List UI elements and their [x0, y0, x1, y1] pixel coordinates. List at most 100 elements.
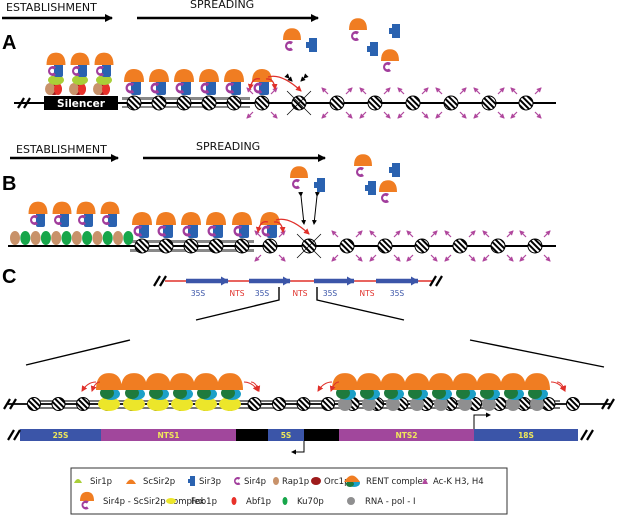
- nucleosome: [176, 95, 192, 111]
- nucleosome: [481, 95, 497, 111]
- establishment-label-a: ESTABLISHMENT: [6, 1, 97, 14]
- scsir2p-icon: [174, 69, 194, 82]
- nucleosome: [339, 238, 355, 254]
- rap1p-icon: [92, 231, 103, 245]
- zoom-guide-left: [195, 287, 280, 321]
- nucleosome: [377, 238, 393, 254]
- scsir2p-icon: [404, 373, 430, 390]
- acetylation-arrows: [369, 230, 401, 262]
- sir4p-icon: [133, 225, 143, 237]
- nucleosome: [296, 233, 322, 259]
- scsir2p-icon: [94, 52, 114, 65]
- spreading-arrows: [247, 75, 302, 92]
- rap1p-icon: [273, 477, 279, 485]
- break-slash: [9, 398, 17, 410]
- spread-arrow-left: [255, 221, 269, 233]
- rdna-segment-label: 18S: [518, 431, 534, 440]
- rdna-segment: [268, 429, 304, 441]
- sir3p-icon: [188, 476, 195, 486]
- abf1p-icon: [231, 497, 237, 505]
- nucleosome: [151, 95, 167, 111]
- rap1p-icon: [113, 231, 123, 245]
- orc1p-icon: [311, 477, 321, 485]
- nucleosome-body: [367, 95, 383, 111]
- nucleosome-body: [262, 238, 278, 254]
- ack-h3-h4-arrow: [345, 87, 353, 95]
- ack-h3-h4-arrow: [406, 230, 414, 238]
- spread-arrow: [90, 381, 101, 392]
- rna-pol-i-icon: [347, 497, 355, 505]
- nucleosome-body: [377, 238, 393, 254]
- rna-pol-i-icon: [458, 397, 472, 411]
- legend-item-ack: Ac-K H3, H4: [422, 477, 484, 487]
- ack-h3-h4-arrow: [270, 87, 278, 95]
- legend-item-abf1p: Abf1p: [231, 497, 271, 507]
- rent-fob1p-complex: [145, 373, 171, 411]
- scsir2p-icon: [232, 212, 252, 225]
- legend-label: Sir1p: [90, 477, 112, 487]
- silencer-bound-complex: [93, 52, 114, 95]
- nucleosome-body: [51, 397, 66, 411]
- scsir2p-icon: [354, 154, 372, 166]
- compact-fiber: [30, 407, 560, 409]
- ack-h3-h4-arrow: [519, 230, 527, 238]
- ack-h3-h4-arrow: [359, 87, 367, 95]
- spread-arrow-far: [275, 218, 310, 235]
- nucleosome: [254, 95, 270, 111]
- ack-h3-h4-arrow: [355, 230, 363, 238]
- nucleosome: [296, 397, 311, 411]
- break-slash: [586, 429, 594, 441]
- nucleosome-body: [247, 397, 262, 411]
- nucleosome: [158, 238, 174, 254]
- rna-pol-i-icon: [482, 397, 496, 411]
- rap1p-icon: [45, 83, 55, 95]
- panel-label-a: A: [2, 32, 16, 54]
- zoom-line-left: [25, 339, 131, 366]
- ack-h3-h4-arrow: [397, 111, 405, 119]
- free-sir4p-scsir2p-complex: [290, 166, 308, 189]
- telomere-sir-complex: [52, 201, 72, 227]
- nucleosome-body: [76, 397, 90, 411]
- sir4p-icon: [102, 215, 110, 225]
- rent-fob1p-complex: [96, 373, 122, 411]
- scsir2p-icon: [283, 28, 301, 40]
- acetylation-arrows: [435, 87, 467, 119]
- break-slash: [3, 398, 11, 410]
- silencer-element: [44, 96, 118, 110]
- abf1p-icon: [54, 83, 62, 95]
- spread-arrow: [243, 381, 259, 392]
- zoom-guide-left: [316, 287, 405, 321]
- exchange-arrows: [284, 73, 309, 82]
- sir4p-icon: [53, 215, 62, 225]
- nucleosome: [452, 238, 468, 254]
- nucleosome-body: [443, 95, 459, 111]
- sir1p-icon: [48, 75, 64, 85]
- ack-h3-h4-icon: [422, 478, 428, 484]
- break-slash: [435, 275, 443, 287]
- ack-h3-h4-arrow: [444, 230, 452, 238]
- sir3p-icon: [60, 212, 69, 227]
- sir-complex: [132, 212, 152, 238]
- rdna-segment-label: 25S: [53, 431, 69, 440]
- rent-rnapol-complex: [380, 373, 406, 411]
- scsir2p-icon: [100, 201, 120, 214]
- nucleosome: [183, 238, 199, 254]
- sir3p-icon: [36, 212, 45, 227]
- sir1p-icon: [96, 75, 112, 85]
- fob1p-icon: [171, 397, 193, 411]
- ack-h3-h4-arrow: [510, 87, 518, 95]
- scsir2p-icon: [349, 18, 367, 30]
- rent-rnapol-complex: [500, 373, 526, 411]
- ack-h3-h4-arrow: [482, 230, 490, 238]
- ack-h3-h4-arrow: [331, 254, 339, 262]
- ack-h3-h4-arrow: [369, 254, 377, 262]
- nucleosome-body: [490, 238, 506, 254]
- exchange-arrow: [284, 73, 293, 82]
- legend-item-sir4p-scsir2p: Sir4p - ScSir2p complex: [80, 491, 204, 510]
- sir-complex: [199, 69, 219, 95]
- scsir2p-icon: [356, 373, 382, 390]
- sir4p-icon: [253, 82, 263, 94]
- rna-pol-i-icon: [506, 397, 520, 411]
- break-slash: [607, 398, 615, 410]
- ack-h3-h4-arrow: [534, 87, 542, 95]
